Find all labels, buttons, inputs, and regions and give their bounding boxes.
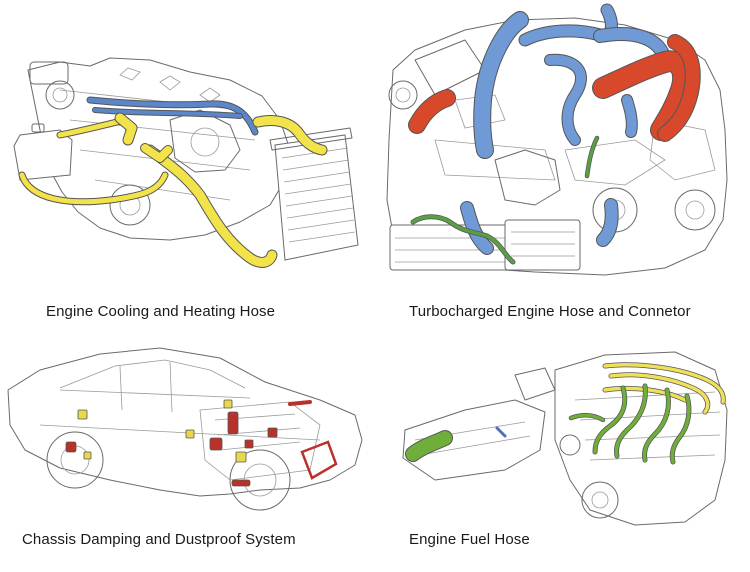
- panel-chassis: Chassis Damping and Dustproof System: [0, 330, 375, 572]
- outlet-pipe-left: [409, 90, 455, 133]
- heater-hose-lower: [93, 108, 242, 118]
- bushing-red-1: [244, 439, 254, 449]
- fuel-line-green-5: [569, 413, 605, 422]
- damper-yellow-5: [83, 451, 92, 460]
- radiator-lower-hose: [145, 145, 277, 267]
- turbo-engine-block-drawing: [386, 17, 728, 276]
- cooling-hose-elbow: [141, 144, 172, 162]
- intake-pipe-left: [474, 12, 528, 158]
- fuel-return-clip-blue: [495, 426, 507, 438]
- damper-yellow-3: [185, 429, 195, 439]
- caption-fuel: Engine Fuel Hose: [409, 531, 530, 548]
- heater-hose-upper: [87, 97, 258, 135]
- chassis-car-illustration: [7, 347, 363, 511]
- caption-cooling-heating: Engine Cooling and Heating Hose: [46, 303, 276, 320]
- outlet-pipe-bellows: [593, 51, 694, 140]
- vacuum-hose-lower: [411, 215, 515, 264]
- vacuum-hose-mid: [585, 136, 599, 178]
- expansion-tank-drawing: [13, 123, 73, 181]
- damper-yellow-2: [235, 451, 247, 463]
- turbo-engine-illustration: [386, 3, 728, 276]
- cooling-hose-bypass: [19, 172, 168, 205]
- panel-turbocharged: Turbocharged Engine Hose and Connetor: [375, 0, 750, 330]
- thermostat-housing-hose: [115, 113, 137, 145]
- caption-turbocharged: Turbocharged Engine Hose and Connetor: [409, 303, 691, 320]
- fuel-rail-assembly-drawing: [402, 367, 556, 481]
- fuel-inlet-elbow-green: [406, 431, 452, 461]
- chassis-parts-yellow: [77, 399, 247, 463]
- fuel-line-yellow-2: [609, 373, 710, 414]
- damper-yellow-4: [223, 399, 233, 409]
- fuel-line-green-1: [593, 386, 627, 454]
- outlet-pipe-right: [658, 35, 700, 141]
- fuel-engine-illustration: [402, 351, 728, 526]
- panel-cooling-heating: Engine Cooling and Heating Hose: [0, 0, 375, 330]
- fuel-line-green-3: [642, 388, 671, 462]
- car-body-drawing: [7, 347, 363, 511]
- engine-block-drawing: [27, 57, 291, 241]
- damper-yellow-1: [77, 409, 88, 420]
- engine-mount-red: [209, 437, 223, 451]
- strut-mount-red: [227, 411, 239, 435]
- chassis-parts-red: [65, 400, 338, 487]
- fuel-line-green-4: [670, 394, 691, 464]
- caption-chassis: Chassis Damping and Dustproof System: [22, 531, 296, 548]
- bushing-red-2: [267, 427, 278, 438]
- tie-rod-boot-red: [231, 479, 251, 487]
- radiator-upper-hose: [253, 115, 327, 155]
- cooling-engine-illustration: [13, 57, 359, 268]
- fuel-line-yellow-1: [603, 362, 725, 404]
- intake-lower-elbow-left: [461, 202, 493, 254]
- drive-belt-red: [300, 440, 338, 480]
- panel-fuel: Engine Fuel Hose: [375, 330, 750, 572]
- rear-mount-red: [65, 441, 77, 453]
- fuel-line-green-2: [614, 384, 648, 458]
- intake-connector: [622, 95, 637, 137]
- intake-pipe-s-bend: [545, 54, 586, 145]
- hose-clip-red: [288, 400, 312, 406]
- intake-lower-elbow-right: [597, 199, 618, 246]
